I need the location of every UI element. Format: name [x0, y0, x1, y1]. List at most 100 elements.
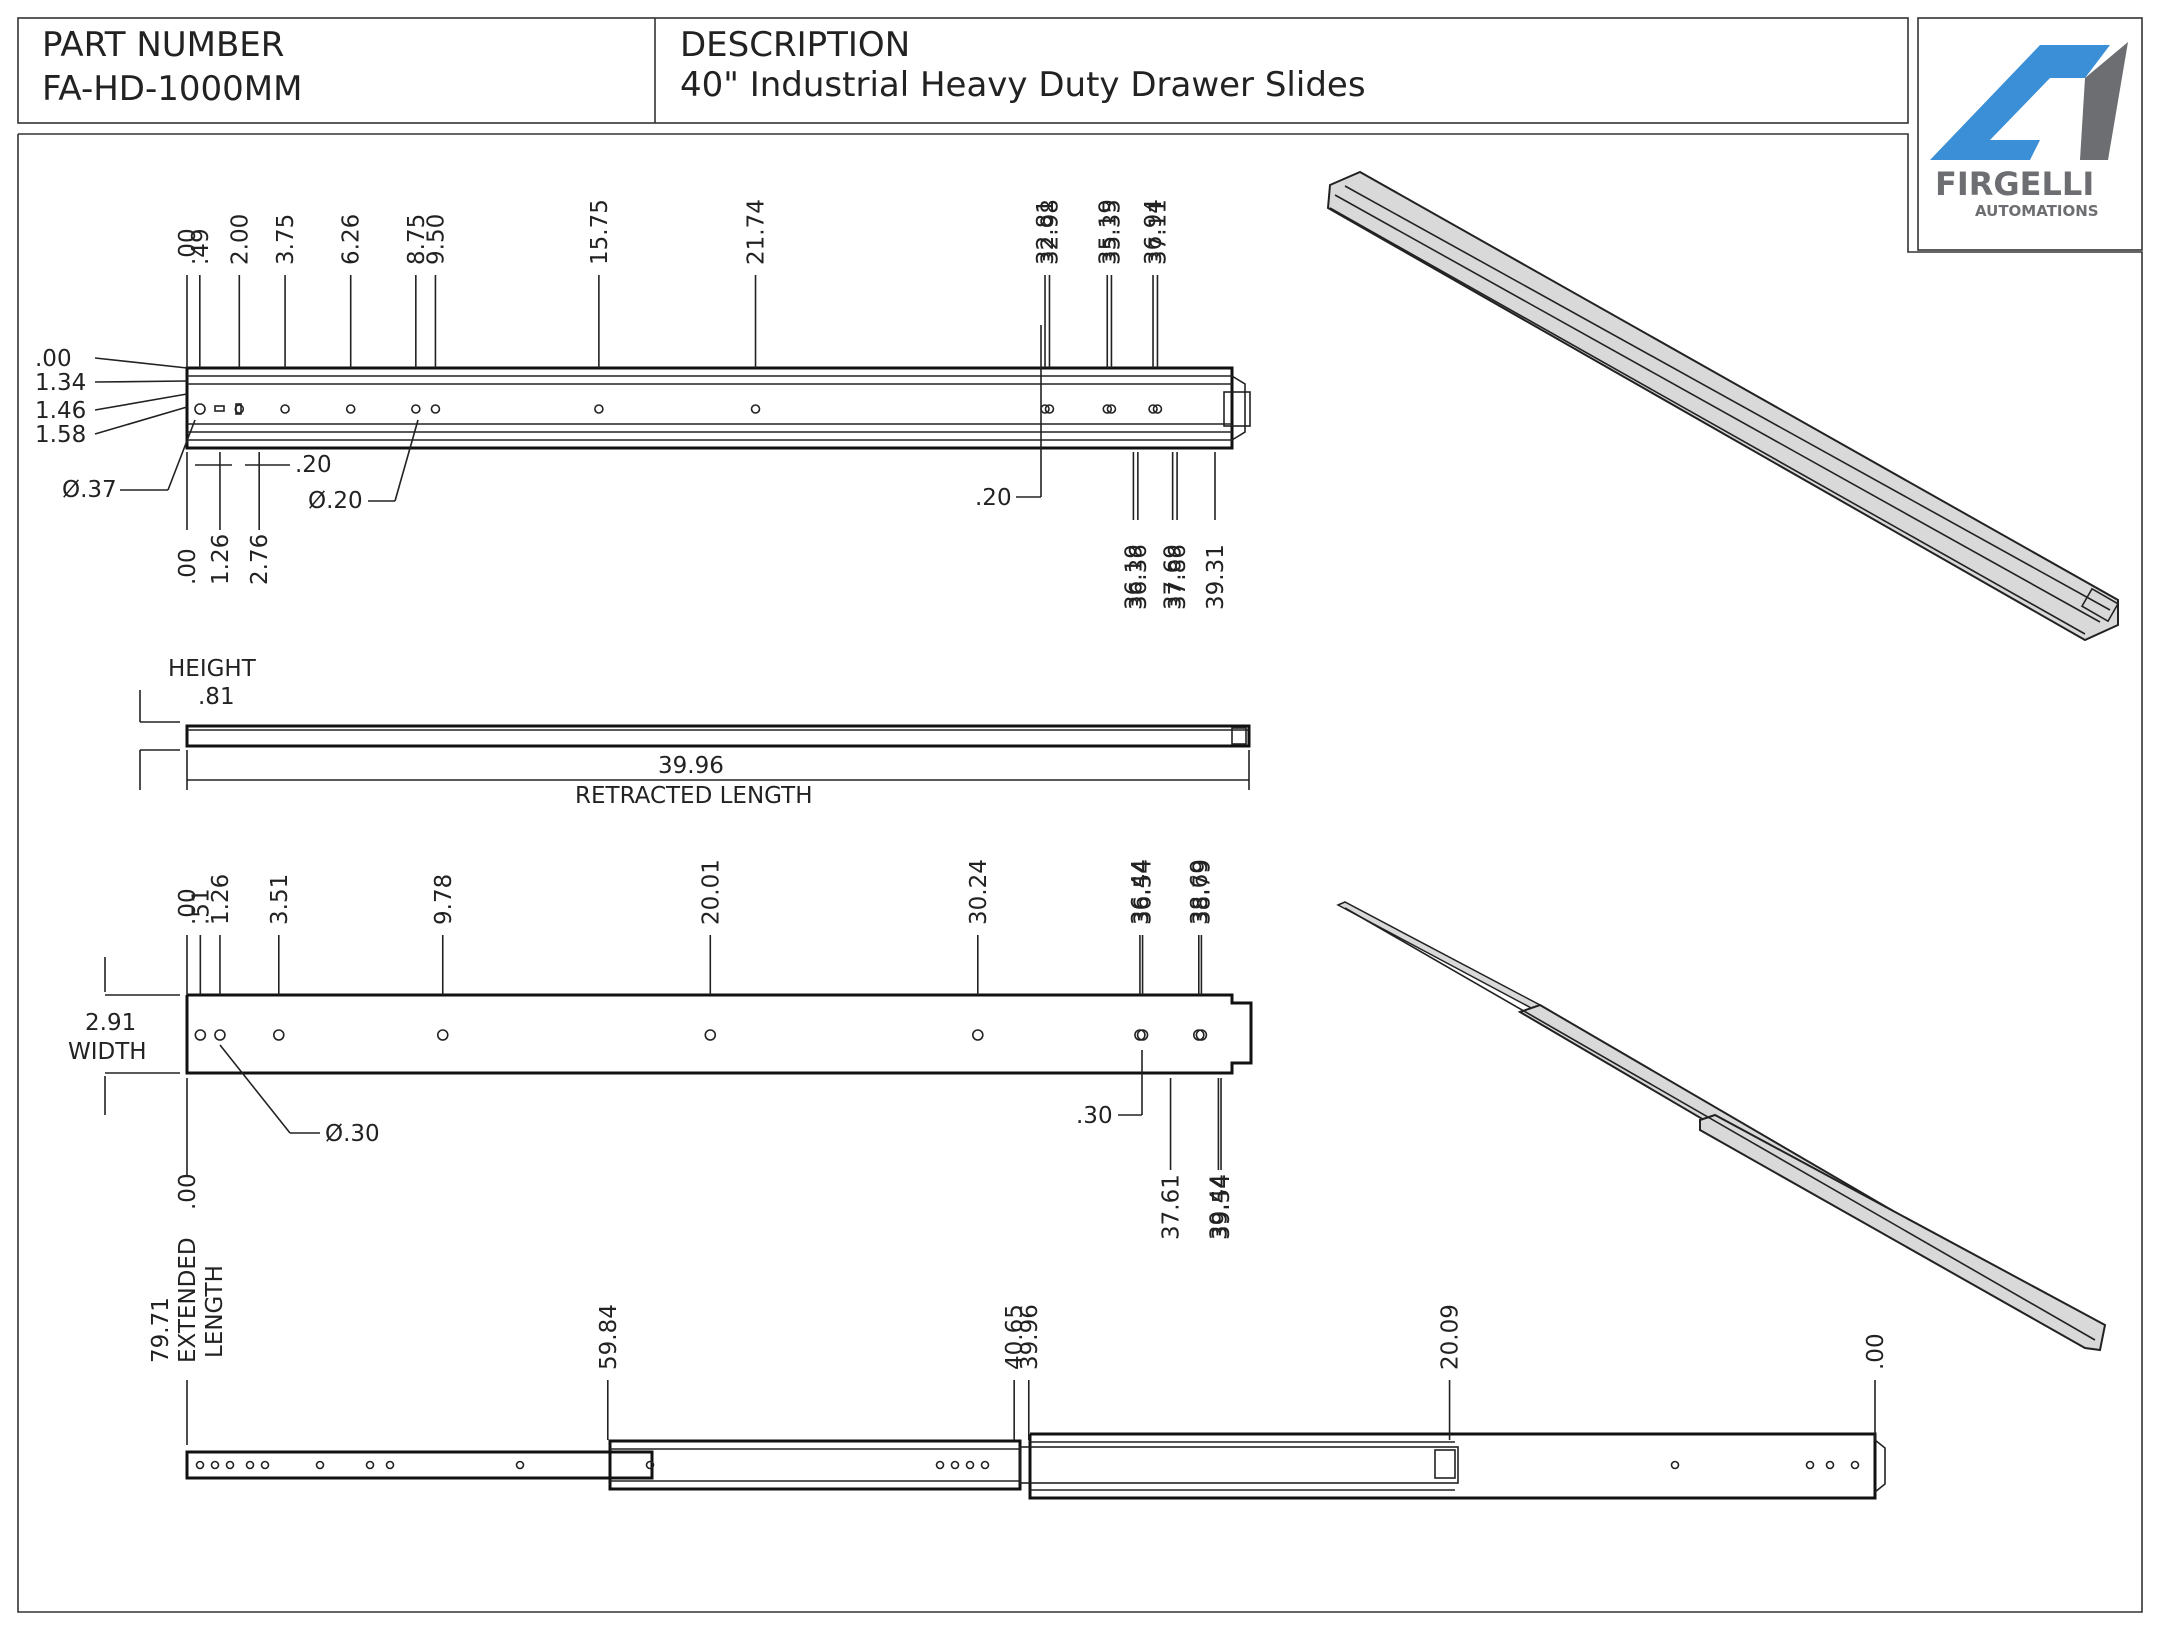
- ext-hole-5: [315, 1460, 325, 1470]
- ext-hole-0: [195, 1460, 205, 1470]
- ext-hole-17: [1850, 1460, 1860, 1470]
- ext-dim-0-text: 59.84: [596, 1304, 622, 1370]
- ext-dim-3: 20.09: [1438, 1304, 1464, 1440]
- top-hole-7: [594, 404, 604, 414]
- drawing-border: [17, 133, 2143, 1613]
- bottom-bot-right-2: 39.54: [1209, 1078, 1235, 1240]
- top-hole-14: [1152, 404, 1163, 414]
- top-dim-4: 6.26: [339, 214, 365, 368]
- top-left-dim-0: .00: [35, 346, 72, 372]
- bottom-dim-2-text: 1.26: [208, 874, 234, 925]
- top-bot-right-1: 36.36: [1126, 452, 1152, 610]
- top-dim-10-text: 32.98: [1037, 199, 1063, 265]
- top-hole-6: [430, 404, 441, 414]
- bottom-hole-2: [214, 1029, 226, 1041]
- bottom-hole-5: [704, 1029, 717, 1041]
- height-label: HEIGHT: [168, 656, 257, 682]
- top-dim-12-text: 35.35: [1099, 199, 1125, 265]
- top-hole-8: [750, 404, 761, 414]
- ext-dim-3-text: 20.09: [1438, 1304, 1464, 1370]
- top-hole-13: [1148, 404, 1158, 414]
- top-dim-0: .00: [175, 228, 201, 368]
- bottom-dim-10: 38.79: [1189, 859, 1215, 995]
- bottom-hole-6: [972, 1029, 984, 1041]
- top-bot-right-4-text: 39.31: [1203, 544, 1229, 610]
- bottom-dim-2: 1.26: [208, 874, 234, 995]
- top-bot-left-0: .00: [175, 452, 201, 585]
- top-bot-right-4: 39.31: [1203, 452, 1229, 610]
- hole-dia-mid: Ø.20: [308, 488, 363, 514]
- top-bot-left-2: 2.76: [247, 452, 273, 585]
- bottom-dim-4-text: 9.78: [431, 874, 457, 925]
- ext-dim-4: .00: [1863, 1333, 1889, 1440]
- top-hole-10: [1044, 404, 1055, 414]
- bottom-dim-8-text: 36.54: [1131, 859, 1157, 925]
- top-dim-1: .49: [188, 228, 214, 368]
- top-dim-11: 35.19: [1095, 199, 1121, 368]
- firgelli-logo: FIRGELLI AUTOMATIONS: [1917, 17, 2143, 251]
- bottom-dim-1-text: .51: [188, 888, 214, 925]
- bottom-dim-0: .00: [175, 888, 201, 995]
- ext-dim-0: 59.84: [596, 1304, 622, 1440]
- logo-brand: FIRGELLI: [1935, 165, 2094, 203]
- bottom-hole-4: [436, 1029, 449, 1041]
- bottom-dim-1: .51: [188, 888, 214, 995]
- height-value: .81: [198, 684, 235, 710]
- ext-hole-16: [1825, 1460, 1835, 1470]
- bottom-dim-3: 3.51: [267, 874, 293, 995]
- top-dim-10: 32.98: [1037, 199, 1063, 368]
- bottom-dim-0-text: .00: [175, 888, 201, 925]
- ext-dim-4-text: .00: [1863, 1333, 1889, 1370]
- top-dim-12: 35.35: [1099, 199, 1125, 368]
- top-bot-left-0-text: .00: [175, 548, 201, 585]
- top-hole-11: [1102, 404, 1113, 414]
- top-dim-11-text: 35.19: [1095, 199, 1121, 265]
- ext-hole-12: [965, 1460, 975, 1470]
- bottom-dim-7: 36.44: [1128, 859, 1154, 995]
- top-bot-left-1-text: 1.26: [208, 534, 234, 585]
- top-dim-1-text: .49: [188, 228, 214, 265]
- top-dim-8-text: 21.74: [744, 199, 770, 265]
- hole-dia-left: Ø.37: [62, 477, 117, 503]
- top-dim-0-text: .00: [175, 228, 201, 265]
- top-dim-7: 15.75: [587, 199, 613, 368]
- retracted-length-value: 39.96: [658, 753, 724, 779]
- bottom-bot-right-0-text: 37.61: [1159, 1174, 1185, 1240]
- ext-dim-1-text: 40.65: [1002, 1304, 1028, 1370]
- width-label: WIDTH: [68, 1039, 147, 1065]
- ext-dim-1: 40.65: [1002, 1304, 1028, 1440]
- ext-hole-2: [225, 1460, 235, 1470]
- extended-label-2: LENGTH: [202, 1265, 228, 1358]
- isometric-extended: [1336, 901, 2107, 1352]
- title-block: PART NUMBER FA-HD-1000MM DESCRIPTION 40"…: [17, 17, 1909, 124]
- extended-view-holes: [195, 1460, 1860, 1470]
- bottom-bot-right-0: 37.61: [1159, 1078, 1185, 1240]
- isometric-retracted: [1326, 170, 2120, 642]
- ext-hole-15: [1805, 1460, 1815, 1470]
- extended-length-label: 79.71: [148, 1297, 174, 1363]
- logo-gray-shape: [2080, 42, 2128, 160]
- slot-width: .20: [295, 452, 332, 478]
- side-view: HEIGHT .81 39.96 RETRACTED LENGTH: [139, 656, 1251, 809]
- ext-hole-4: [260, 1460, 270, 1470]
- ext-hole-13: [980, 1460, 990, 1470]
- bottom-bot-left-0: .00: [175, 1078, 201, 1210]
- top-view-left-dims: .001.341.461.58: [35, 346, 188, 448]
- top-dim-7-text: 15.75: [587, 199, 613, 265]
- top-hole-4: [345, 404, 356, 414]
- top-bot-left-2-text: 2.76: [247, 534, 273, 585]
- bottom-dim-5-text: 20.01: [698, 859, 724, 925]
- bottom-hole-3: [272, 1029, 285, 1041]
- ext-hole-1: [210, 1460, 220, 1470]
- ext-hole-3: [245, 1460, 255, 1470]
- hole-dia-bottom: Ø.30: [325, 1121, 380, 1147]
- bottom-hole-10: [1195, 1029, 1208, 1041]
- width-value: 2.91: [85, 1010, 136, 1036]
- bottom-bot-right-1-text: 39.44: [1206, 1174, 1232, 1240]
- top-hole-5: [411, 404, 421, 414]
- top-dim-14: 37.11: [1145, 199, 1171, 368]
